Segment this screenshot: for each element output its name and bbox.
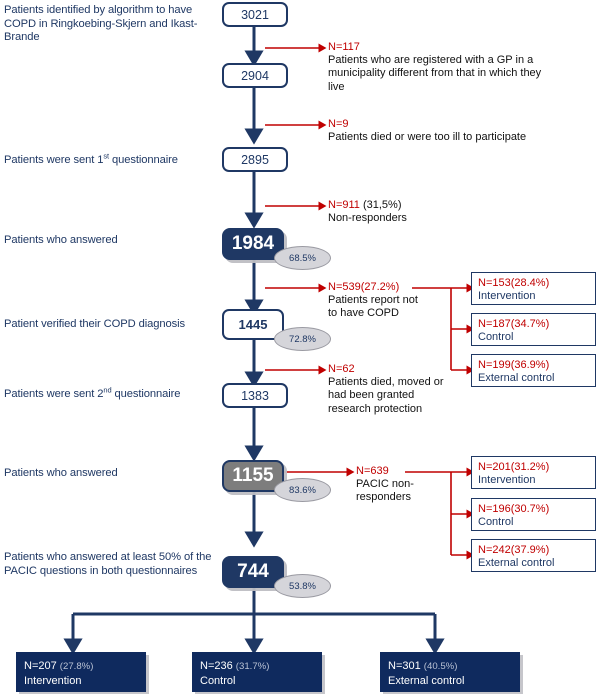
badge-percent-1155: 83.6% <box>274 478 331 502</box>
final-external-percent: (40.5%) <box>423 661 458 672</box>
breakout1-intervention: N=153(28.4%) Intervention <box>471 272 596 305</box>
breakout2-control-count: N=196(30.7%) <box>478 503 550 515</box>
breakout2-intervention: N=201(31.2%) Intervention <box>471 456 596 489</box>
breakout2-intervention-count: N=201(31.2%) <box>478 461 550 473</box>
exclusion-62-desc: Patients died, moved or had been granted… <box>328 376 444 415</box>
badge-percent-744: 53.8% <box>274 574 331 598</box>
exclusion-911-percent: (31,5%) <box>359 199 402 211</box>
label-answered-50-percent: Patients who answered at least 50% of th… <box>4 551 212 577</box>
exclusion-539-desc: Patients report not to have COPD <box>328 294 418 320</box>
ordinal-suffix-st: st <box>103 151 110 161</box>
exclusion-539-count: N=539(27.2%) <box>328 281 400 293</box>
badge-percent-1984: 68.5% <box>274 246 331 270</box>
breakout2-external-control: N=242(37.9%) External control <box>471 539 596 572</box>
node-1383: 1383 <box>222 383 288 408</box>
final-control-n: N=236 <box>200 660 233 672</box>
label-identified: Patients identified by algorithm to have… <box>4 4 198 44</box>
label-verified-copd: Patient verified their COPD diagnosis <box>4 318 185 330</box>
breakout1-external-count: N=199(36.9%) <box>478 359 550 371</box>
exclusion-911: N=911 (31,5%) Non-responders <box>328 199 538 225</box>
breakout1-intervention-group: Intervention <box>478 290 536 303</box>
final-external-group: External control <box>388 675 465 687</box>
final-box-external-control: N=301 (40.5%) External control <box>380 652 520 692</box>
label-sent-second-pre: Patients were sent 2 <box>4 388 104 400</box>
label-sent-first-post: questionnaire <box>109 154 178 166</box>
exclusion-117: N=117 Patients who are registered with a… <box>328 41 558 94</box>
exclusion-911-desc: Non-responders <box>328 212 407 225</box>
node-2895: 2895 <box>222 147 288 172</box>
final-intervention-percent: (27.8%) <box>59 661 94 672</box>
ordinal-suffix-nd: nd <box>103 385 112 395</box>
final-intervention-n: N=207 <box>24 660 57 672</box>
final-control-percent: (31.7%) <box>235 661 270 672</box>
exclusion-639-desc: PACIC non-responders <box>356 478 414 504</box>
exclusion-639: N=639 PACIC non-responders <box>356 465 446 505</box>
node-1155: 1155 <box>222 460 284 492</box>
final-box-control: N=236 (31.7%) Control <box>192 652 322 692</box>
breakout2-intervention-group: Intervention <box>478 474 536 487</box>
breakout1-control: N=187(34.7%) Control <box>471 313 596 346</box>
breakout1-intervention-count: N=153(28.4%) <box>478 277 550 289</box>
exclusion-539: N=539(27.2%) Patients report not to have… <box>328 281 426 321</box>
final-external-n: N=301 <box>388 660 421 672</box>
node-1984: 1984 <box>222 228 284 260</box>
exclusion-117-count: N=117 <box>328 41 360 53</box>
final-control-group: Control <box>200 675 236 687</box>
breakout2-control-group: Control <box>478 516 514 529</box>
exclusion-117-desc: Patients who are registered with a GP in… <box>328 54 542 93</box>
label-patients-answered-2: Patients who answered <box>4 467 118 479</box>
breakout1-external-group: External control <box>478 372 555 385</box>
exclusion-62: N=62 Patients died, moved or had been gr… <box>328 363 448 416</box>
final-control-count: N=236 (31.7%) <box>200 659 322 674</box>
exclusion-639-count: N=639 <box>356 465 389 477</box>
label-sent-second-questionnaire: Patients were sent 2nd questionnaire <box>4 385 214 402</box>
breakout1-external-control: N=199(36.9%) External control <box>471 354 596 387</box>
label-sent-first-questionnaire: Patients were sent 1st questionnaire <box>4 151 214 168</box>
node-744: 744 <box>222 556 284 588</box>
exclusion-9-desc: Patients died or were too ill to partici… <box>328 131 527 144</box>
label-sent-first-pre: Patients were sent 1 <box>4 154 104 166</box>
label-patients-answered-1: Patients who answered <box>4 234 118 246</box>
final-intervention-group: Intervention <box>24 675 82 687</box>
node-3021: 3021 <box>222 2 288 27</box>
label-sent-second-post: questionnaire <box>111 388 181 400</box>
final-box-intervention: N=207 (27.8%) Intervention <box>16 652 146 692</box>
exclusion-911-count: N=911 <box>328 199 360 211</box>
breakout2-external-group: External control <box>478 557 555 570</box>
node-2904: 2904 <box>222 63 288 88</box>
breakout2-control: N=196(30.7%) Control <box>471 498 596 531</box>
breakout1-control-count: N=187(34.7%) <box>478 318 550 330</box>
exclusion-9: N=9 Patients died or were too ill to par… <box>328 118 554 144</box>
exclusion-9-count: N=9 <box>328 118 349 130</box>
breakout1-control-group: Control <box>478 331 514 344</box>
final-external-count: N=301 (40.5%) <box>388 659 520 674</box>
node-1445: 1445 <box>222 309 284 340</box>
badge-percent-1445: 72.8% <box>274 327 331 351</box>
breakout2-external-count: N=242(37.9%) <box>478 544 550 556</box>
final-intervention-count: N=207 (27.8%) <box>24 659 146 674</box>
exclusion-62-count: N=62 <box>328 363 355 375</box>
